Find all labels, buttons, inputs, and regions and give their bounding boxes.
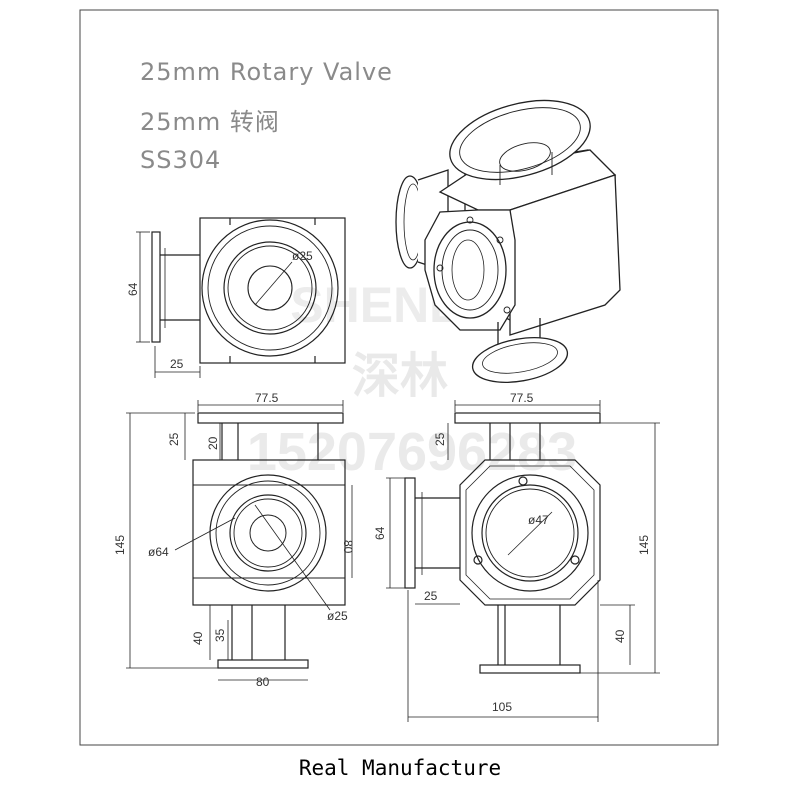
- title-chinese: 25mm 转阀: [140, 108, 280, 136]
- dim-rear-bottom-flange: 40: [613, 629, 627, 643]
- dim-rear-total-height: 145: [637, 535, 651, 555]
- dim-front-top-neck: 20: [206, 436, 220, 450]
- dim-front-bottom-flange: 40: [191, 631, 205, 645]
- watermark-phone: 15207696283: [247, 422, 577, 482]
- dim-rear-left-flange: 25: [424, 589, 438, 603]
- dim-front-body-dia: ø64: [148, 545, 169, 559]
- rear-view: [386, 400, 660, 722]
- dim-front-total-height: 145: [113, 535, 127, 555]
- footer-caption: Real Manufacture: [298, 756, 502, 780]
- dim-rear-top-flange: 25: [433, 432, 447, 446]
- watermark-chinese: 深林: [352, 350, 448, 403]
- dim-side-height: 64: [126, 282, 140, 296]
- front-view: [126, 400, 353, 681]
- side-view: [136, 217, 346, 378]
- dim-side-bore: ø25: [292, 249, 313, 263]
- title-english: 25mm Rotary Valve: [140, 58, 393, 86]
- dim-side-flange: 25: [170, 357, 184, 371]
- title-material: SS304: [140, 146, 222, 174]
- isometric-view: [395, 99, 621, 383]
- dim-front-top-flange: 25: [167, 432, 181, 446]
- dim-rear-window-dia: ø47: [528, 513, 549, 527]
- dim-rear-top-width: 77.5: [510, 391, 534, 405]
- dim-front-top-width: 77.5: [255, 391, 279, 405]
- dim-front-bottom-neck: 35: [213, 628, 227, 642]
- sheet-border: [79, 9, 719, 746]
- watermark: SHENLIN 深林 15207696283: [247, 277, 577, 482]
- dim-rear-left-height: 64: [373, 526, 387, 540]
- dim-front-bore: ø25: [327, 609, 348, 623]
- dim-front-bottom-width: 80: [256, 675, 270, 689]
- dim-front-body-height: 80: [341, 540, 355, 554]
- dim-rear-total-width: 105: [492, 700, 512, 714]
